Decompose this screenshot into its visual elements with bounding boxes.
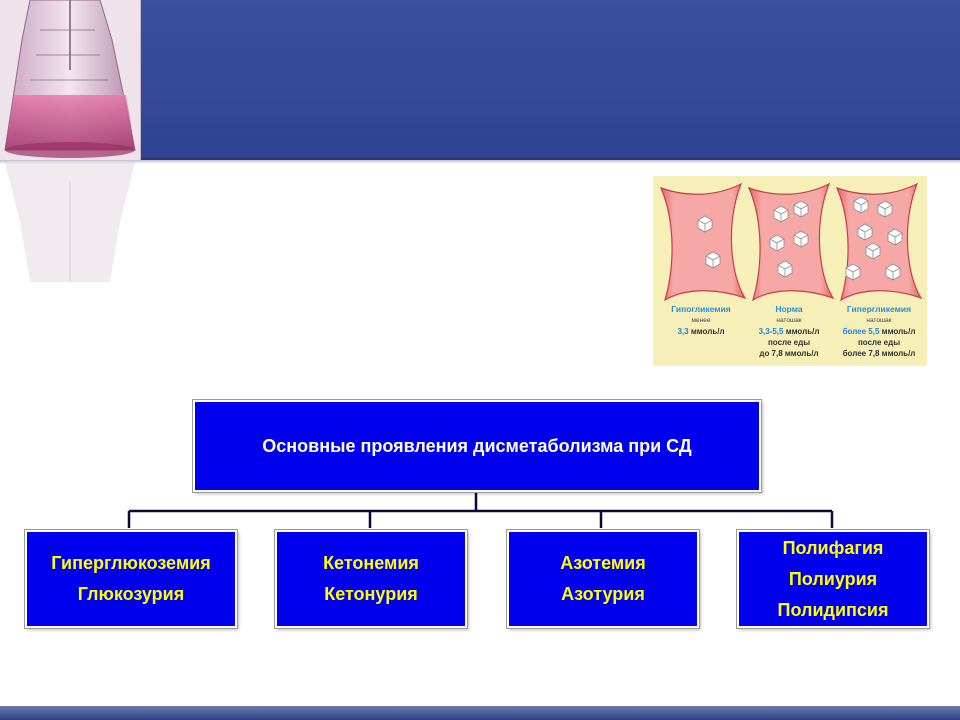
slide-footer-band xyxy=(0,706,960,720)
panel-norm-caption: Норма натошак 3,3-5,5 ммоль/л после еды … xyxy=(741,304,837,359)
panel-hyperglycemia-caption: Гипергликемия натошак более 5,5 ммоль/л … xyxy=(831,304,927,359)
panel-value: более 5,5 ммоль/л xyxy=(842,327,916,336)
panel-extra: более 7,8 ммоль/л xyxy=(842,349,916,358)
blood-vessels-icon xyxy=(659,182,923,302)
panel-value: 3,3-5,5 ммоль/л xyxy=(758,327,820,336)
child-node-line: Полифагия xyxy=(782,537,884,558)
child-node-line: Полидипсия xyxy=(777,599,889,620)
header-shadow xyxy=(0,158,960,164)
child-node-polyphagia: Полифагия Полиурия Полидипсия xyxy=(737,530,929,628)
child-node-line: Кетонурия xyxy=(324,584,418,604)
child-node-line: Глюкозурия xyxy=(77,584,185,604)
root-node: Основные проявления дисметаболизма при С… xyxy=(193,400,761,492)
panel-value: 3,3 ммоль/л xyxy=(677,327,725,336)
child-node-ketones: Кетонемия Кетонурия xyxy=(275,530,467,628)
child-node-line: Гиперглюкоземия xyxy=(51,553,211,573)
flask-reflection-icon xyxy=(5,162,135,282)
child-node-line: Полиурия xyxy=(788,568,878,589)
panel-title: Норма xyxy=(775,304,803,314)
panel-sub: менее xyxy=(691,317,711,324)
child-node-line: Азотемия xyxy=(560,553,646,573)
panel-hypoglycemia-caption: Гипогликемия менее 3,3 ммоль/л xyxy=(661,304,741,337)
slide-header-band xyxy=(0,0,960,160)
flask-icon xyxy=(0,0,140,160)
blood-sugar-figure: Гипогликемия менее 3,3 ммоль/л Норма нат… xyxy=(653,176,927,366)
child-node-line: Кетонемия xyxy=(323,553,419,573)
panel-title: Гипогликемия xyxy=(671,304,731,314)
panel-sub: натошак xyxy=(866,317,892,324)
child-node-azotemia: Азотемия Азотурия xyxy=(507,530,699,628)
panel-extra: до 7,8 ммоль/л xyxy=(759,349,819,358)
child-node-glycemia: Гиперглюкоземия Глюкозурия xyxy=(25,530,237,628)
flask-reflection xyxy=(0,162,140,282)
child-node-line: Азотурия xyxy=(561,584,645,604)
flask-photo xyxy=(0,0,141,160)
root-node-label: Основные проявления дисметаболизма при С… xyxy=(262,435,692,456)
panel-sub: натошак xyxy=(776,317,802,324)
panel-extra: после еды xyxy=(857,338,901,347)
panel-extra: после еды xyxy=(767,338,811,347)
panel-title: Гипергликемия xyxy=(846,304,912,314)
